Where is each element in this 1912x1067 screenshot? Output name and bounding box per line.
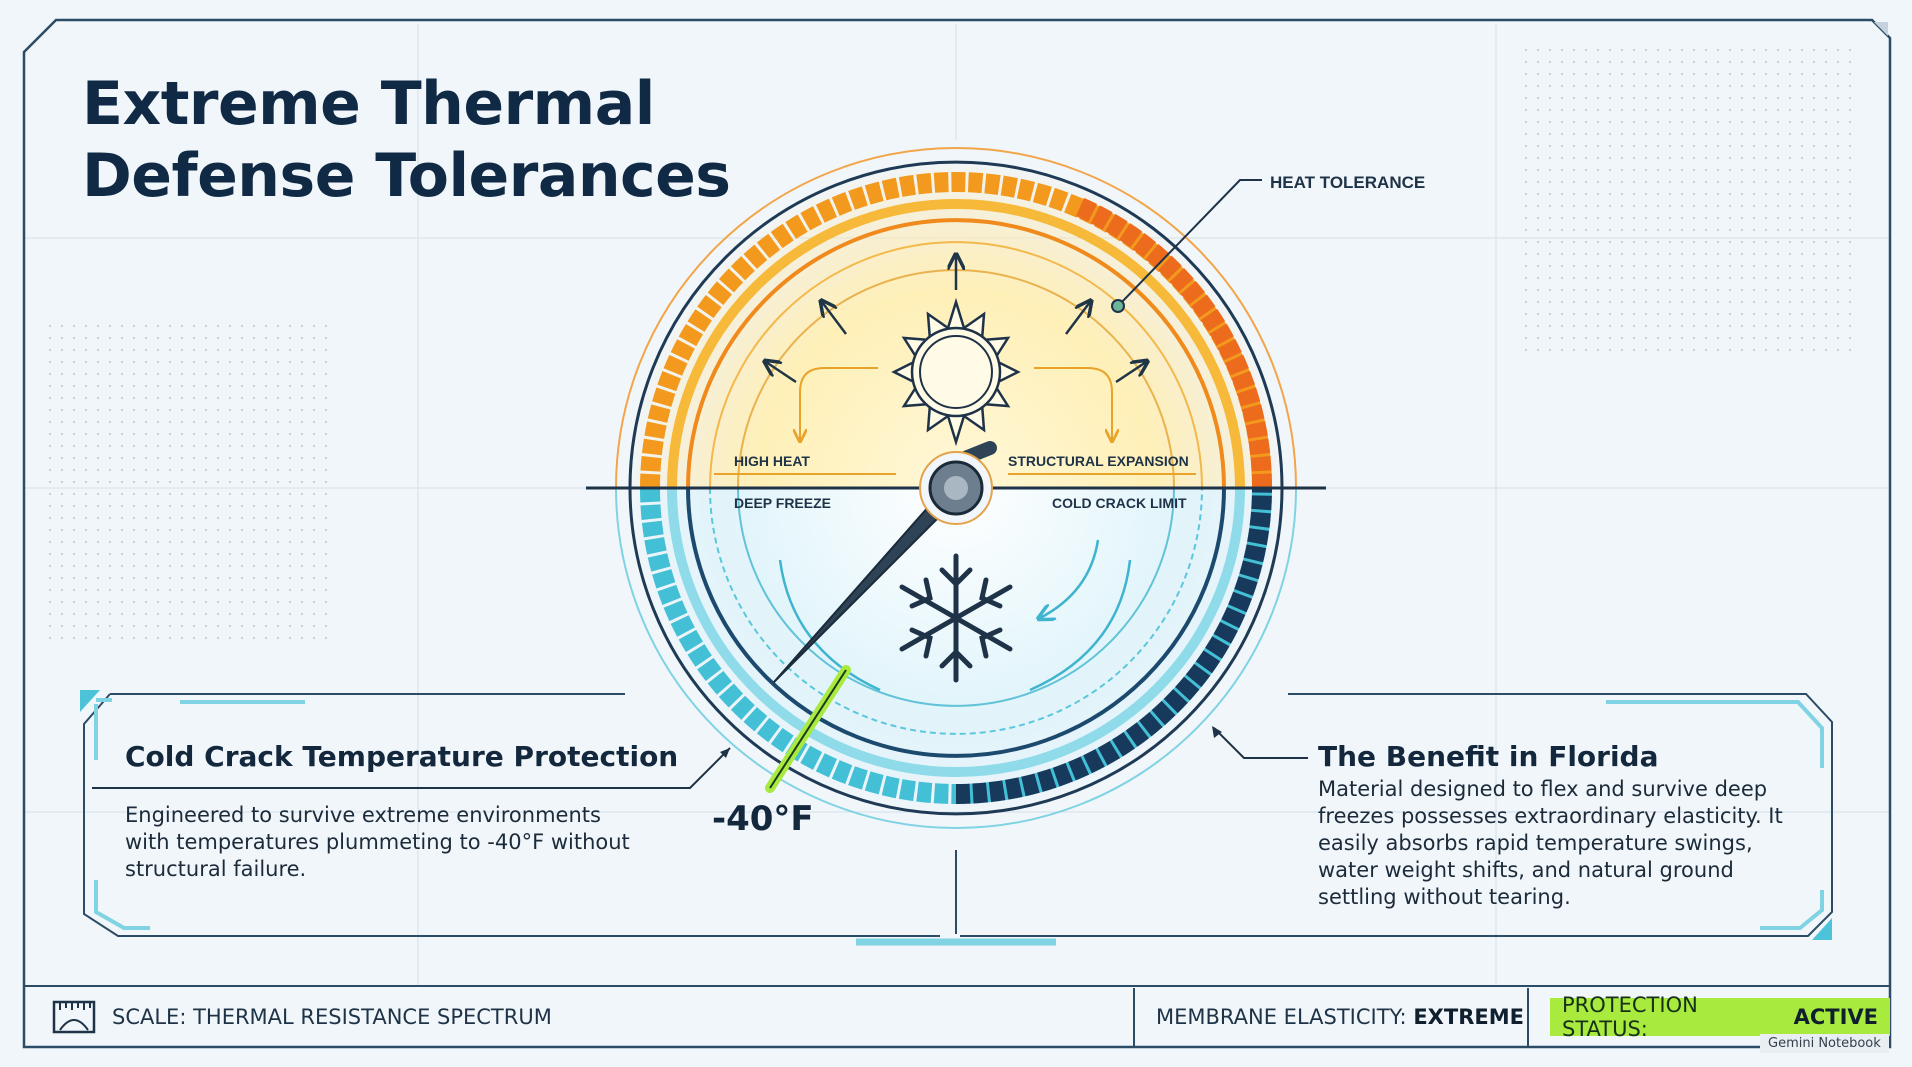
heat-arcs bbox=[615, 147, 1297, 489]
page-title: Extreme Thermal Defense Tolerances bbox=[82, 68, 731, 212]
deep-freeze-label: DEEP FREEZE bbox=[734, 495, 831, 511]
high-heat-label: HIGH HEAT bbox=[734, 453, 810, 469]
watermark: Gemini Notebook bbox=[1760, 1034, 1889, 1053]
scale-label: SCALE: THERMAL RESISTANCE SPECTRUM bbox=[112, 1005, 552, 1029]
left-card-frame bbox=[80, 690, 940, 937]
title-line-2: Defense Tolerances bbox=[82, 141, 731, 211]
left-card-title: Cold Crack Temperature Protection bbox=[125, 740, 679, 773]
heat-tolerance-callout bbox=[1111, 179, 1262, 313]
right-card-body: Material designed to flex and survive de… bbox=[1318, 777, 1783, 909]
dot-pattern-right bbox=[1520, 40, 1860, 360]
snowflake-icon bbox=[899, 553, 1013, 683]
corner-tick bbox=[1874, 22, 1888, 36]
elasticity-label: MEMBRANE ELASTICITY: bbox=[1156, 1005, 1407, 1029]
right-card-frame bbox=[960, 693, 1833, 940]
outer-frame bbox=[22, 18, 1892, 1049]
sun-icon bbox=[891, 297, 1021, 447]
cold-crack-limit-label: COLD CRACK LIMIT bbox=[1052, 495, 1187, 511]
status-label: PROTECTION STATUS: bbox=[1562, 993, 1698, 1041]
cold-flow-arrows bbox=[778, 539, 1132, 692]
left-card-body: Engineered to survive extreme environmen… bbox=[125, 803, 630, 881]
structural-expansion-label: STRUCTURAL EXPANSION bbox=[1008, 453, 1189, 469]
expansion-arrows bbox=[766, 256, 1146, 384]
cold-limit-marker-core bbox=[769, 669, 847, 789]
ruler-gauge-icon bbox=[52, 1000, 96, 1034]
status-badge: PROTECTION STATUS: ACTIVE bbox=[1550, 993, 1890, 1041]
title-line-1: Extreme Thermal bbox=[82, 69, 655, 139]
dot-pattern-left bbox=[40, 320, 330, 640]
footer-bar: SCALE: THERMAL RESISTANCE SPECTRUM MEMBR… bbox=[24, 988, 1890, 1046]
heat-tolerance-label: HEAT TOLERANCE bbox=[1270, 173, 1425, 192]
right-card-title: The Benefit in Florida bbox=[1318, 740, 1659, 773]
status-value: ACTIVE bbox=[1793, 1005, 1878, 1029]
needle bbox=[773, 441, 997, 683]
cold-arcs bbox=[615, 487, 1297, 829]
elasticity-info: MEMBRANE ELASTICITY: EXTREME bbox=[1156, 1005, 1524, 1029]
scale-info: SCALE: THERMAL RESISTANCE SPECTRUM bbox=[52, 1000, 552, 1034]
elasticity-value: EXTREME bbox=[1413, 1005, 1524, 1029]
needle-reading: -40°F bbox=[712, 799, 814, 839]
heat-flow-arrows bbox=[800, 367, 1112, 440]
